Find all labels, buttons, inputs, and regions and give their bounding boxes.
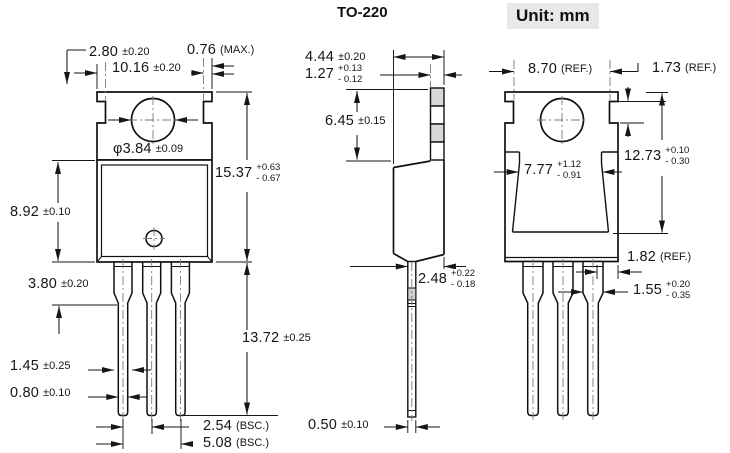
dim-front-hole-diameter: φ3.84 ±0.09 [112,141,184,157]
dim-value: 15.37 [215,165,253,182]
dim-value: 8.92 [10,204,40,220]
dim-front-tab-step: 2.80 ±0.20 [88,44,151,61]
dim-back-lead-edge-distance: 1.82 (REF.) [626,249,693,266]
dim-tolerance: ±0.10 [43,387,71,400]
dim-tolerance-stack: +0.10 - 0.30 [665,145,690,168]
side-view [346,50,466,433]
dim-tolerance: ±0.15 [358,115,386,128]
dim-side-lead-thickness: 0.50 ±0.10 [307,417,370,434]
dim-tolerance: ±0.20 [122,46,150,59]
dim-back-lead-width-wide: 1.55 +0.20 - 0.35 [632,279,692,302]
dim-value: 5.08 [203,435,233,451]
dim-tolerance: (BSC.) [236,437,270,450]
dim-value: 1.55 [633,282,663,299]
dim-tolerance: ±0.20 [153,62,181,75]
dim-value: 2.54 [203,418,233,434]
dim-value: 3.80 [28,276,58,292]
dim-back-notch-height: 1.73 (REF.) [651,60,718,77]
dim-tolerance-stack: +0.20 - 0.35 [666,279,691,302]
dim-value: 10.16 [112,60,150,76]
dim-value: 2.48 [418,271,448,288]
dim-value: 8.70 [528,61,558,77]
dim-back-tab-width: 8.70 (REF.) [527,61,594,78]
dim-value: φ3.84 [113,141,152,157]
tol-minus: - 0.91 [557,169,582,181]
dim-side-lead-offset: 2.48 +0.22 - 0.18 [417,268,477,291]
dim-tolerance: (REF.) [660,251,692,264]
dim-tolerance-stack: +1.12 - 0.91 [557,159,582,182]
dim-value: 1.45 [10,358,40,374]
tol-plus: +0.10 [665,145,690,156]
dim-value: 7.77 [524,162,554,179]
tol-plus: +0.20 [666,279,691,290]
dim-front-overall-height: 15.37 +0.63 - 0.67 [214,162,282,185]
dim-front-lead-pitch: 2.54 (BSC.) [202,418,271,435]
dim-front-body-width: 10.16 ±0.20 [111,60,182,77]
dim-front-body-height: 8.92 ±0.10 [9,204,72,221]
dim-tolerance: ±0.09 [155,143,184,156]
dim-front-lead-length: 13.72 ±0.25 [241,330,312,347]
tol-minus: - 0.35 [666,289,691,301]
dim-tolerance: ±0.20 [338,51,366,64]
dim-front-lead-width-wide: 1.45 ±0.25 [9,358,72,375]
dim-tolerance-stack: +0.13 - 0.12 [338,63,363,86]
dim-value: 6.45 [325,113,355,129]
front-view [52,49,278,449]
dim-tolerance-stack: +0.63 - 0.67 [256,162,281,185]
tol-plus: +1.12 [557,159,582,170]
dim-tolerance: ±0.25 [283,332,311,345]
dim-tolerance: ±0.25 [43,360,71,373]
dim-front-shoulder-length: 3.80 ±0.20 [27,276,90,293]
dim-tolerance: (REF.) [561,63,593,76]
dim-tolerance: ±0.20 [61,278,89,291]
page-title: TO-220 [337,4,388,21]
dim-tolerance-stack: +0.22 - 0.18 [451,268,476,291]
dim-side-tab-thickness: 1.27 +0.13 - 0.12 [304,63,364,86]
dim-value: 1.27 [305,66,335,83]
dim-tolerance: ±0.10 [341,419,369,432]
tol-minus: - 0.18 [451,278,476,290]
dim-side-tab-height: 6.45 ±0.15 [324,113,387,130]
dim-value: 0.80 [10,385,40,401]
dim-value: 1.73 [652,60,682,76]
dim-front-lead-width: 0.80 ±0.10 [9,385,72,402]
tol-minus: - 0.67 [256,172,281,184]
tol-minus: - 0.30 [665,155,690,167]
dim-value: 2.80 [89,44,119,60]
dim-value: 0.50 [308,417,338,433]
dim-value: 13.72 [242,330,280,346]
tol-minus: - 0.12 [338,73,363,85]
dim-front-notch-depth: 0.76 (MAX.) [186,42,256,59]
dim-back-cavity-width: 7.77 +1.12 - 0.91 [523,159,583,182]
unit-label: Unit: mm [507,3,599,29]
dim-tolerance: ±0.10 [43,206,71,219]
tol-plus: +0.22 [451,268,476,279]
dim-tolerance: (MAX.) [220,44,255,57]
dim-tolerance: (BSC.) [236,420,270,433]
tol-plus: +0.13 [338,63,363,74]
dim-tolerance: (REF.) [685,62,717,75]
dim-side-body-thickness: 4.44 ±0.20 [304,49,367,66]
dim-front-lead-span: 5.08 (BSC.) [202,435,271,452]
back-view [489,60,668,420]
tol-plus: +0.63 [256,162,281,173]
dim-value: 4.44 [305,49,335,65]
dim-value: 1.82 [627,249,657,265]
dim-value: 12.73 [624,148,662,165]
dim-value: 0.76 [187,42,217,58]
dim-back-tab-length: 12.73 +0.10 - 0.30 [623,145,691,168]
